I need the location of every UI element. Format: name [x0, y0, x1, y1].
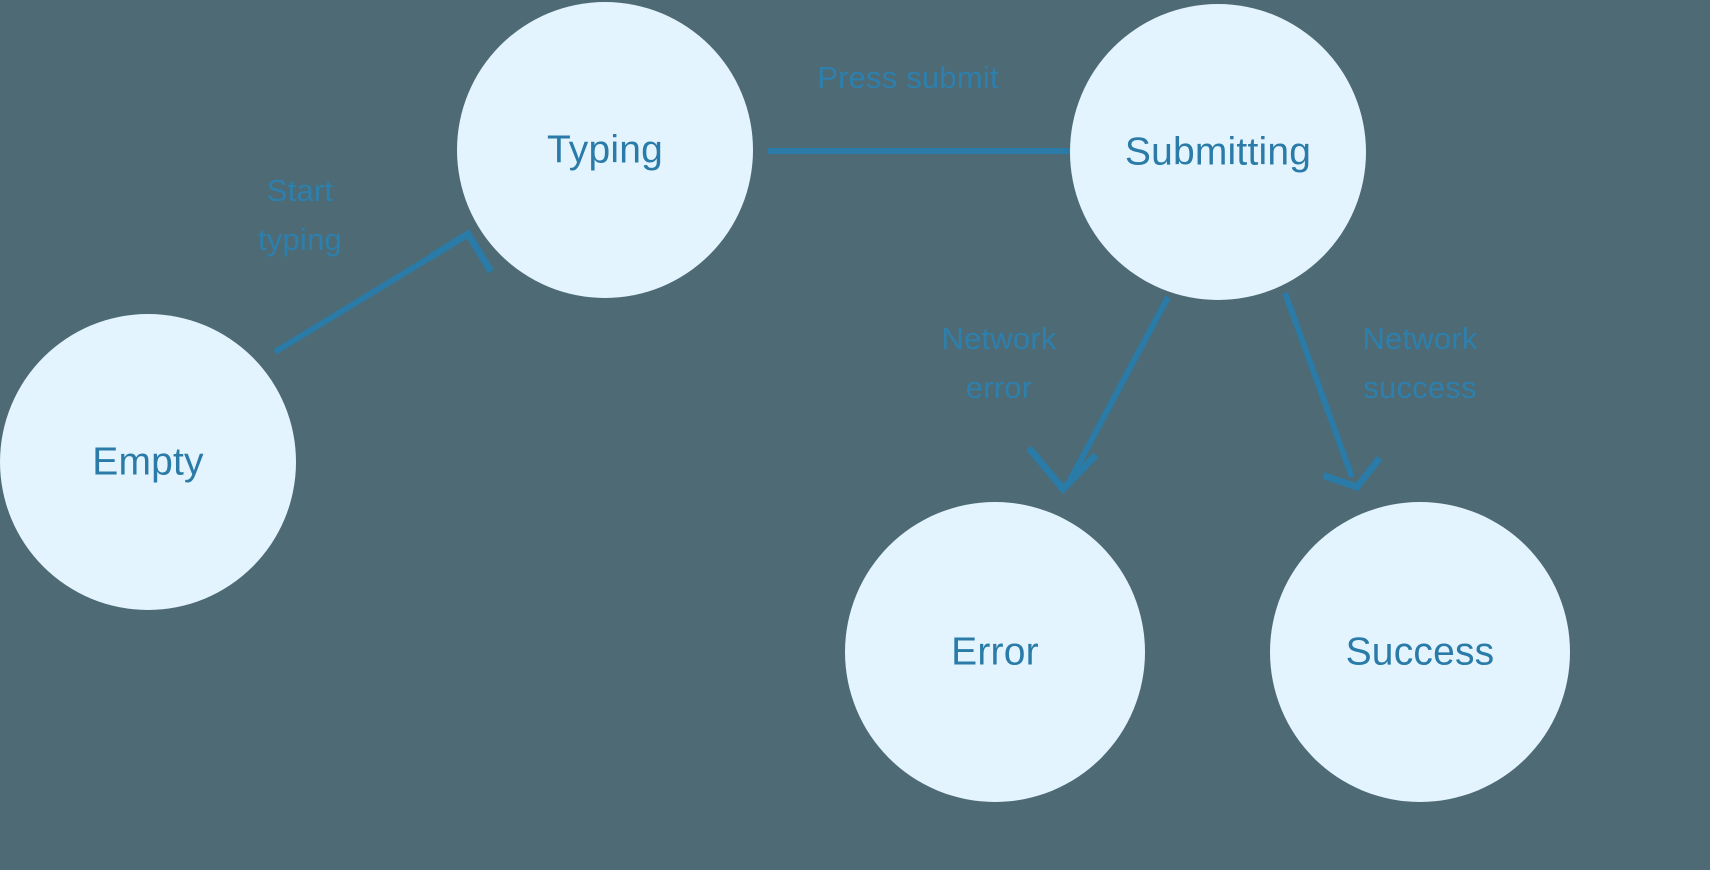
node-typing-label: Typing [547, 128, 663, 171]
node-submitting-label: Submitting [1125, 130, 1311, 173]
node-empty[interactable]: Empty [0, 314, 296, 610]
edge-label-network-success-line-1: Network [1362, 321, 1477, 356]
edge-label-network-success-line-2: success [1363, 370, 1476, 405]
edge-submitting-to-error-arrowhead [1026, 445, 1099, 495]
edge-label-network-success: Network success [1362, 321, 1477, 405]
edge-label-press-submit-line-1: Press submit [817, 60, 999, 95]
node-success-label: Success [1346, 630, 1495, 673]
edge-empty-to-typing-arrowhead [429, 229, 494, 274]
node-error-label: Error [951, 630, 1039, 673]
edge-label-network-error-line-2: error [966, 370, 1032, 405]
edge-empty-to-typing [273, 229, 494, 355]
edge-submitting-to-success-arrowhead [1322, 455, 1383, 492]
edge-submitting-to-error-line [1066, 295, 1171, 484]
edge-label-start-typing-line-1: Start [267, 173, 334, 208]
node-submitting-circle[interactable] [1070, 4, 1366, 300]
node-success[interactable]: Success [1270, 502, 1570, 802]
node-empty-label: Empty [92, 440, 204, 483]
edge-submitting-to-error [1026, 295, 1171, 495]
node-success-circle[interactable] [1270, 502, 1570, 802]
edge-label-network-error-line-1: Network [941, 321, 1056, 356]
edge-submitting-to-success-line [1282, 291, 1355, 479]
node-error-circle[interactable] [845, 502, 1145, 802]
edge-label-network-error: Network error [941, 321, 1056, 405]
node-submitting[interactable]: Submitting [1070, 4, 1366, 300]
node-empty-circle[interactable] [0, 314, 296, 610]
edge-label-press-submit: Press submit [817, 60, 999, 95]
edge-submitting-to-success [1282, 291, 1383, 492]
edge-empty-to-typing-line [273, 235, 464, 355]
node-error[interactable]: Error [845, 502, 1145, 802]
edge-label-start-typing-line-2: typing [258, 222, 342, 257]
node-typing[interactable]: Typing [457, 2, 753, 298]
edge-label-start-typing: Start typing [258, 173, 342, 257]
node-typing-circle[interactable] [457, 2, 753, 298]
